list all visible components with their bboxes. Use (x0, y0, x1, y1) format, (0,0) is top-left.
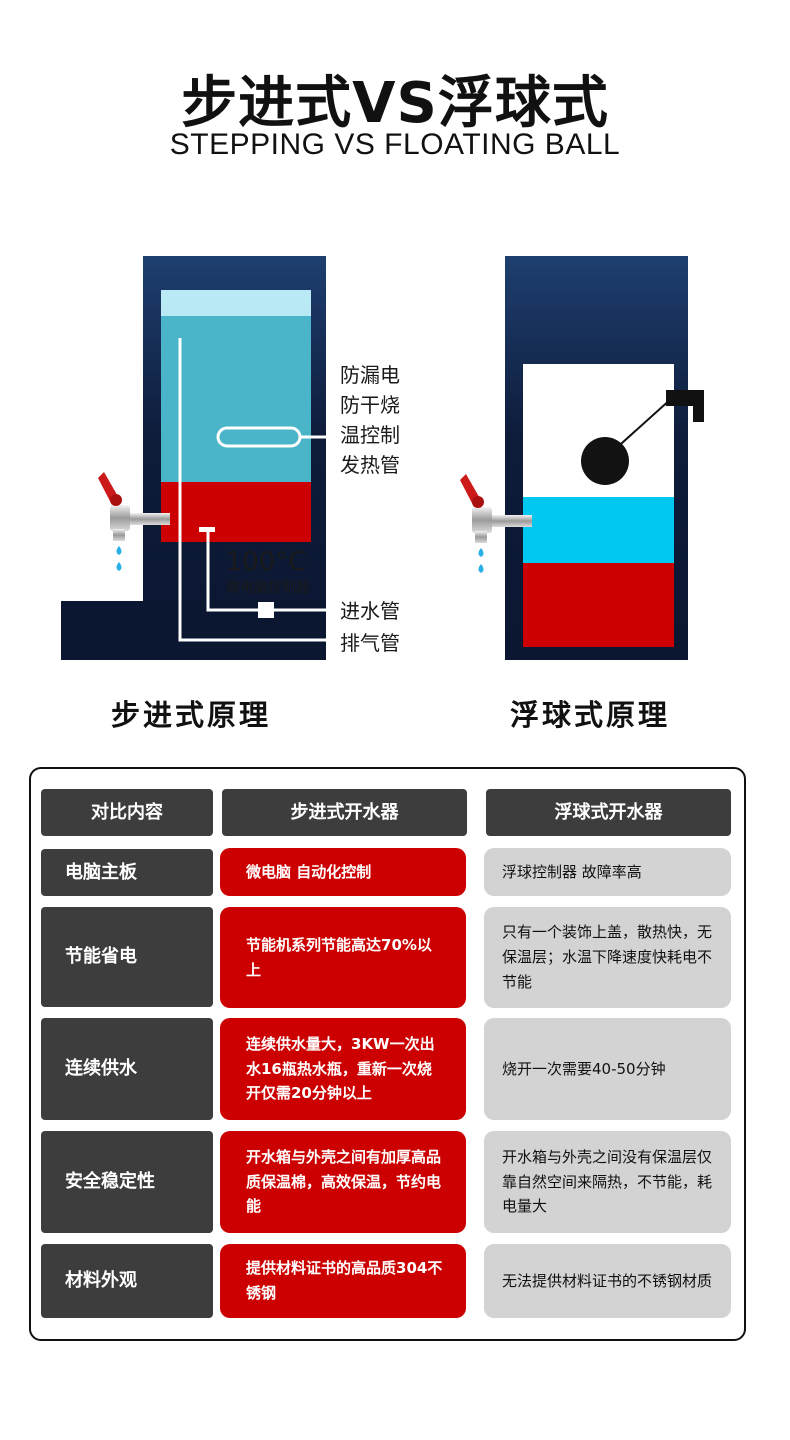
faucet-icon (98, 472, 170, 571)
stepping-caption: 步进式原理 (111, 698, 272, 732)
row-label: 电脑主板 (41, 849, 213, 896)
stepping-cell: 提供材料证书的高品质304不锈钢 (220, 1244, 466, 1318)
inlet-pipe (206, 532, 326, 612)
page-subtitle: STEPPING VS FLOATING BALL (169, 128, 621, 161)
row-label: 材料外观 (41, 1244, 213, 1318)
vent-label: 排气管 (340, 631, 400, 655)
heater-label-2: 防干烧 (340, 393, 400, 417)
heater-label-3: 温控制 (340, 423, 400, 447)
vent-pipe (178, 338, 326, 642)
heater-label-1: 防漏电 (340, 363, 400, 387)
float-ball-valve (581, 390, 704, 485)
row-label: 连续供水 (41, 1018, 213, 1120)
floating-cell: 浮球控制器 故障率高 (484, 848, 731, 896)
stepping-cell: 开水箱与外壳之间有加厚高品质保温棉，高效保温，节约电能 (220, 1131, 466, 1233)
float-ball (581, 437, 629, 485)
inlet-label: 进水管 (340, 599, 400, 623)
faucet-icon (460, 474, 532, 573)
stepping-tank-water (161, 316, 311, 482)
controller-label: 微电脑控制器 (226, 580, 310, 596)
sensor-tick (199, 527, 215, 532)
floating-caption: 浮球式原理 (510, 698, 671, 732)
stepping-tank-top-layer (161, 290, 311, 316)
row-label: 安全稳定性 (41, 1131, 213, 1233)
floating-cell: 开水箱与外壳之间没有保温层仅靠自然空间来隔热，不节能，耗电量大 (484, 1131, 731, 1233)
header-floating: 浮球式开水器 (486, 789, 731, 836)
floating-tank-hot-water (523, 563, 674, 647)
page-title: 步进式VS浮球式 (181, 71, 609, 136)
heater-label-4: 发热管 (340, 453, 400, 477)
floating-cell: 只有一个装饰上盖，散热快，无保温层；水温下降速度快耗电不节能 (484, 907, 731, 1008)
comparison-diagram: 100°C 微电脑控制器 防漏电 防干烧 温控制 发热管 进水管 排气管 (61, 256, 704, 660)
temperature-label: 100°C (226, 547, 307, 577)
stepping-cell: 微电脑 自动化控制 (220, 848, 466, 896)
stepping-cell: 连续供水量大，3KW一次出水16瓶热水瓶，重新一次烧开仅需20分钟以上 (220, 1018, 466, 1120)
header-stepping: 步进式开水器 (222, 789, 467, 836)
stepping-cell: 节能机系列节能高达70%以上 (220, 907, 466, 1008)
floating-cell: 烧开一次需要40-50分钟 (484, 1018, 731, 1120)
header-criteria: 对比内容 (41, 789, 213, 836)
comparison-table (29, 767, 746, 1341)
inlet-valve (258, 602, 274, 618)
stepping-tank-hot-water (161, 482, 311, 542)
floating-cell: 无法提供材料证书的不锈钢材质 (484, 1244, 731, 1318)
floating-tank-diagram (460, 256, 704, 660)
row-label: 节能省电 (41, 907, 213, 1007)
stepping-tank-diagram: 100°C 微电脑控制器 防漏电 防干烧 温控制 发热管 进水管 排气管 (61, 256, 400, 660)
floating-tank-water (523, 497, 674, 563)
